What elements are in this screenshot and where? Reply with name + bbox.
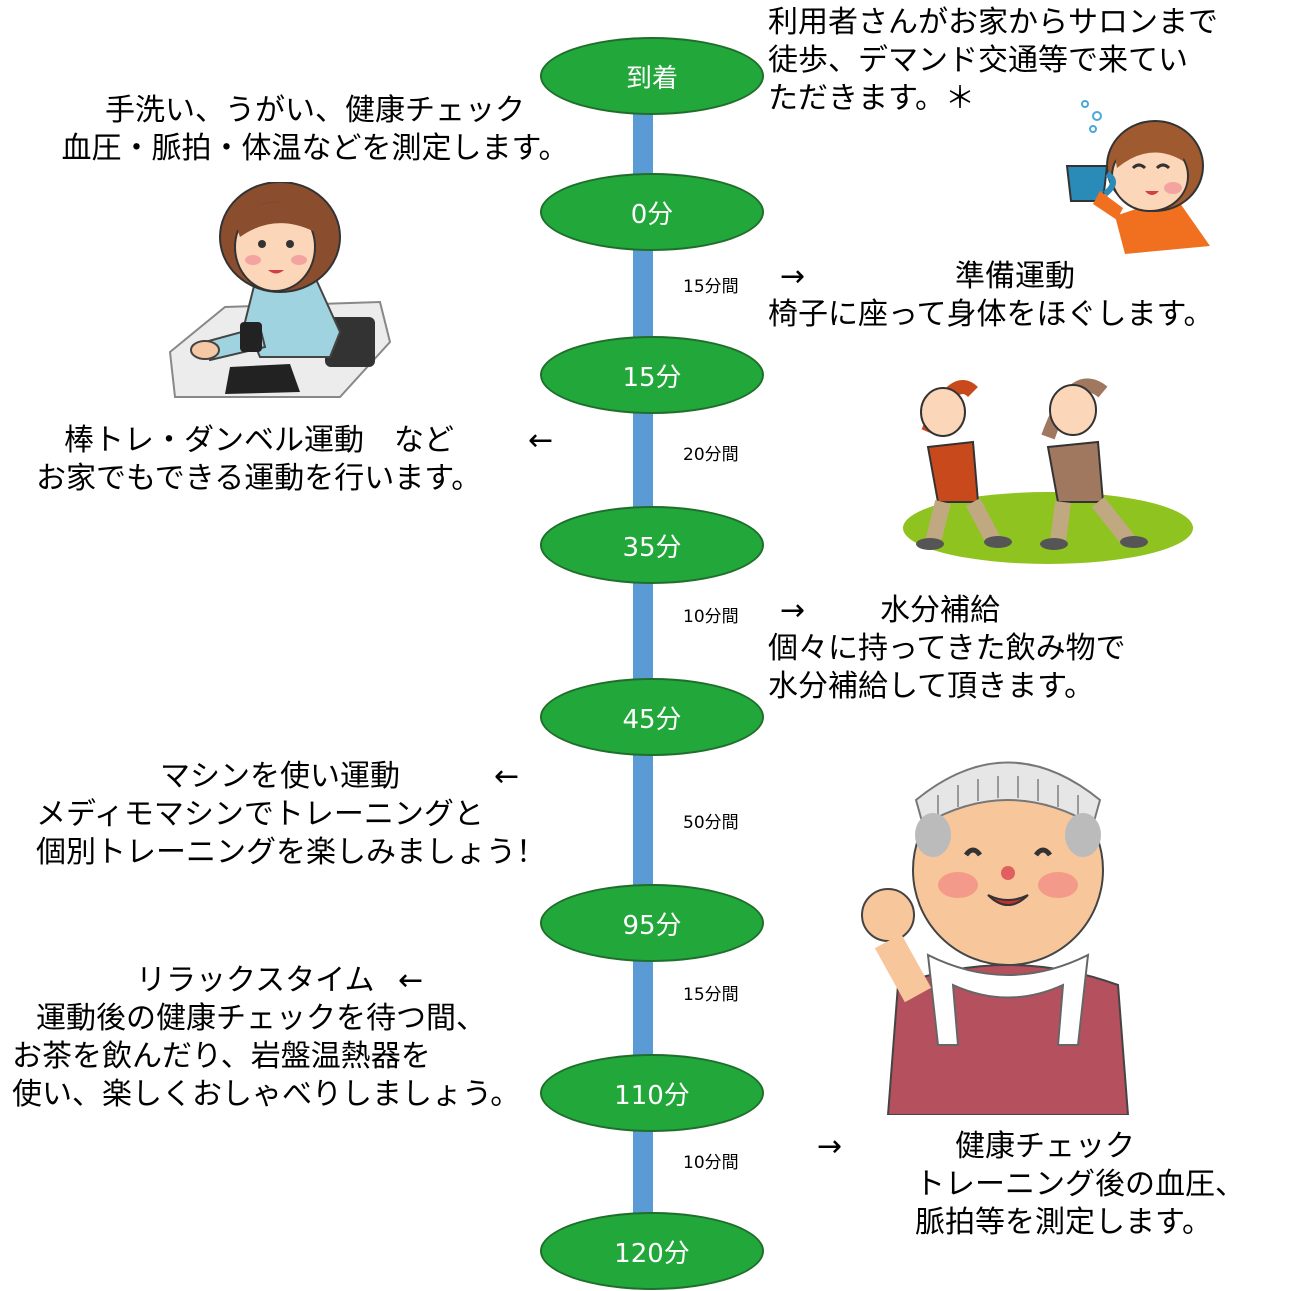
right-arrow-icon: → [780,259,806,294]
final-note: → 健康チェック トレーニング後の血圧、 脈拍等を測定します。 [815,1128,1295,1242]
hydration-note: → 水分補給 個々に持ってきた飲み物で 水分補給して頂きます。 [768,592,1188,706]
hydration-line: 水分補給して頂きます。 [768,669,1095,704]
duration-label: 10分間 [683,607,739,627]
relax-line: 使い、楽しくおしゃべりしましょう。 [12,1077,521,1112]
node-15min: 15分 [540,336,764,414]
stretching-elders-illustration [903,378,1193,564]
arrival-line: 利用者さんがお家からサロンまで [768,5,1218,40]
warmup-line: 椅子に座って身体をほぐします。 [768,297,1214,332]
hydration-title-row: → 水分補給 [768,592,1188,630]
relax-line: お茶を飲んだり、岩盤温熱器を [12,1039,431,1074]
arrival-line: 徒歩、デマンド交通等で来てい [768,43,1188,78]
hydration-line: 個々に持ってきた飲み物で [768,631,1126,666]
checkup-note: 手洗い、うがい、健康チェック 血圧・脈拍・体温などを測定します。 [40,92,590,168]
machine-note: マシンを使い運動 ← メディモマシンでトレーニングと 個別トレーニングを楽しみま… [36,758,576,872]
relax-title: リラックスタイム [136,963,375,998]
relax-title-row: リラックスタイム ← [12,962,552,1000]
node-95min: 95分 [540,884,764,962]
duration-label: 10分間 [683,1153,739,1173]
checkup-line: 手洗い、うがい、健康チェック [105,93,525,128]
nurse-illustration [168,182,392,398]
final-title-row: → 健康チェック [815,1128,1295,1166]
node-110min: 110分 [540,1054,764,1132]
hydration-title: 水分補給 [880,593,1000,628]
warmup-note: → 準備運動 椅子に座って身体をほぐします。 [768,258,1268,334]
node-0min: 0分 [540,173,764,251]
duration-label: 15分間 [683,277,739,297]
relax-line: 運動後の健康チェックを待つ間、 [36,1001,486,1036]
duration-label: 15分間 [683,985,739,1005]
arrival-note: 利用者さんがお家からサロンまで 徒歩、デマンド交通等で来てい ただきます。＊ [768,4,1218,118]
machine-line: 個別トレーニングを楽しみましょう！ [36,835,546,870]
relax-note: リラックスタイム ← 運動後の健康チェックを待つ間、 お茶を飲んだり、岩盤温熱器… [12,962,552,1114]
left-arrow-icon: ← [494,759,520,794]
checkup-line: 血圧・脈拍・体温などを測定します。 [61,131,569,166]
final-title: 健康チェック [955,1129,1135,1164]
final-line: 脈拍等を測定します。 [915,1205,1212,1240]
left-arrow-icon: ← [528,423,554,458]
child-drinking-illustration [1065,100,1210,254]
node-35min: 35分 [540,506,764,584]
stick-title-row: 棒トレ・ダンベル運動 など ← [36,422,576,460]
warmup-title-row: → 準備運動 [768,258,1268,296]
grandmother-illustration [861,761,1130,1115]
right-arrow-icon: → [780,593,806,628]
node-arrival: 到着 [540,37,764,115]
final-line: トレーニング後の血圧、 [915,1167,1245,1202]
duration-label: 50分間 [683,813,739,833]
arrival-line: ただきます。＊ [768,81,975,116]
machine-title-row: マシンを使い運動 ← [36,758,576,796]
right-arrow-icon: → [817,1129,843,1164]
left-arrow-icon: ← [398,963,424,998]
machine-line: メディモマシンでトレーニングと [36,797,484,832]
warmup-title: 準備運動 [955,259,1075,294]
duration-label: 20分間 [683,445,739,465]
stick-line: お家でもできる運動を行います。 [36,461,482,496]
machine-title: マシンを使い運動 [160,759,400,794]
node-120min: 120分 [540,1212,764,1290]
stick-note: 棒トレ・ダンベル運動 など ← お家でもできる運動を行います。 [36,422,576,498]
stick-title: 棒トレ・ダンベル運動 など [64,423,454,458]
node-45min: 45分 [540,678,764,756]
